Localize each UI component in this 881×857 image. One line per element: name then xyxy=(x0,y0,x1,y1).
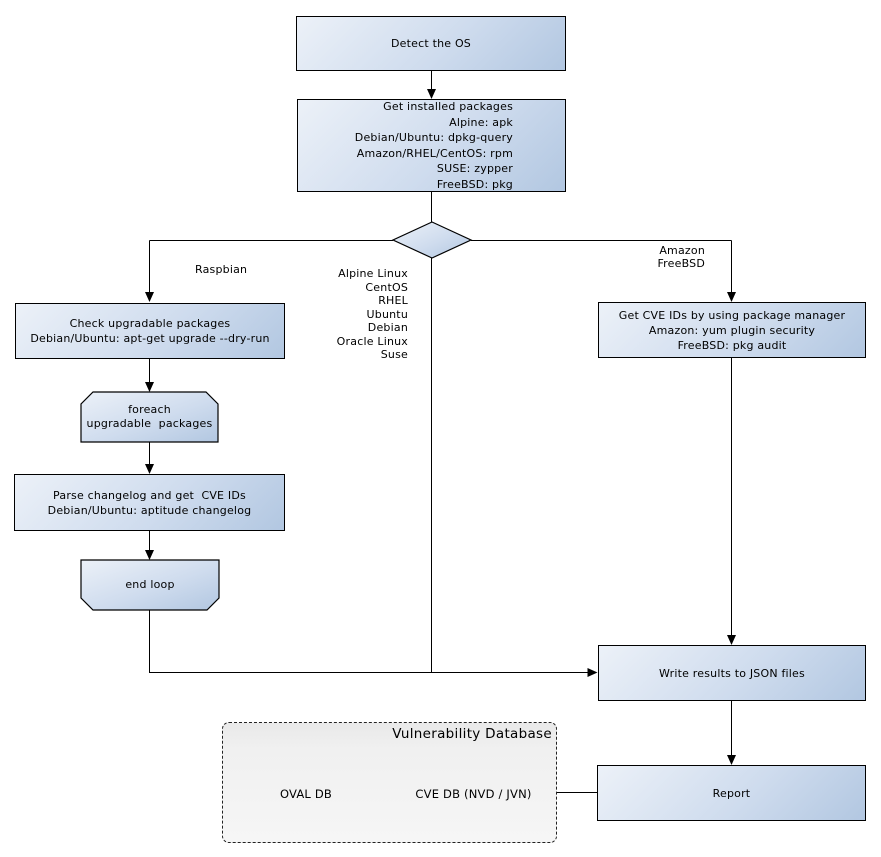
node-parse-changelog-label: Parse changelog and get CVE IDs Debian/U… xyxy=(47,488,252,517)
cve-db-label: CVE DB (NVD / JVN) xyxy=(415,787,532,801)
vulnerability-database-group: Vulnerability Database xyxy=(222,722,557,843)
foreach-loop-label-wrap: foreach upgradable packages xyxy=(81,392,218,442)
end-loop-label-wrap: end loop xyxy=(81,560,219,610)
connectors xyxy=(148,71,733,794)
arrowheads xyxy=(145,89,736,765)
edge-label-amazon-freebsd: Amazon FreeBSD xyxy=(657,244,705,270)
node-get-installed-packages: Get installed packages Alpine: apk Debia… xyxy=(297,99,566,192)
node-report: Report xyxy=(597,765,866,821)
node-write-results-json-label: Write results to JSON files xyxy=(659,666,805,680)
node-write-results-json: Write results to JSON files xyxy=(598,645,866,701)
node-parse-changelog: Parse changelog and get CVE IDs Debian/U… xyxy=(14,474,285,531)
os-decision-diamond xyxy=(391,221,473,259)
node-get-installed-packages-label: Get installed packages Alpine: apk Debia… xyxy=(354,100,513,191)
node-detect-os-label: Detect the OS xyxy=(391,37,471,50)
vulnerability-database-title: Vulnerability Database xyxy=(392,726,552,742)
oval-db-label: OVAL DB xyxy=(279,787,333,801)
edge-label-os-list: Alpine Linux CentOS RHEL Ubuntu Debian O… xyxy=(336,267,408,361)
node-get-cve-ids: Get CVE IDs by using package manager Ama… xyxy=(598,302,866,358)
node-detect-os: Detect the OS xyxy=(296,16,566,71)
end-loop-label: end loop xyxy=(125,578,175,591)
edge-label-raspbian: Raspbian xyxy=(195,263,248,276)
node-check-upgradable-packages-label: Check upgradable packages Debian/Ubuntu:… xyxy=(30,317,270,345)
foreach-loop-shape xyxy=(80,391,219,443)
end-loop-shape xyxy=(80,559,220,611)
node-get-cve-ids-label: Get CVE IDs by using package manager Ama… xyxy=(618,308,846,352)
node-check-upgradable-packages: Check upgradable packages Debian/Ubuntu:… xyxy=(15,303,285,359)
foreach-loop-label: foreach upgradable packages xyxy=(86,403,213,430)
node-report-label: Report xyxy=(712,786,751,800)
